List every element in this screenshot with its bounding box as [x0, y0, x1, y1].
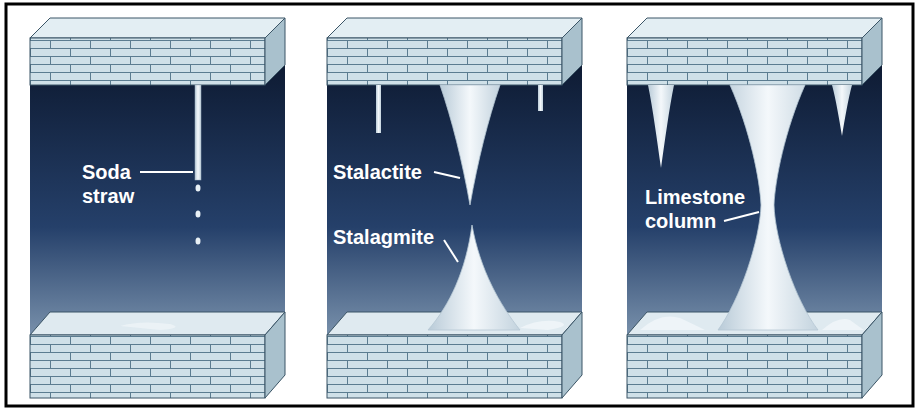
- stalactite: [440, 85, 500, 205]
- leader-line: [724, 212, 759, 221]
- water-drop: [196, 238, 201, 245]
- floor-deposit: [120, 322, 176, 330]
- stalactite: [832, 85, 852, 136]
- cave-panel: [30, 18, 285, 398]
- part-label: Stalactite: [333, 160, 422, 184]
- water-drop: [196, 185, 201, 192]
- frame: [6, 4, 913, 406]
- soda-straw: [376, 85, 381, 133]
- cave-panel: [627, 18, 882, 398]
- floor-deposit: [640, 317, 705, 331]
- leader-line: [444, 240, 458, 262]
- soda-straw: [195, 85, 201, 180]
- part-label: Stalagmite: [333, 225, 434, 249]
- part-label: Soda straw: [82, 160, 152, 208]
- cave-panel: [327, 18, 582, 398]
- soda-straw: [538, 85, 543, 111]
- part-label: Limestone column: [645, 185, 763, 233]
- leader-line: [434, 172, 460, 178]
- leader-line: [140, 171, 193, 173]
- water-drop: [196, 211, 201, 218]
- stalagmite: [428, 225, 520, 330]
- floor-deposit: [520, 321, 564, 330]
- floor-deposit: [822, 319, 864, 330]
- stalactite: [648, 85, 674, 168]
